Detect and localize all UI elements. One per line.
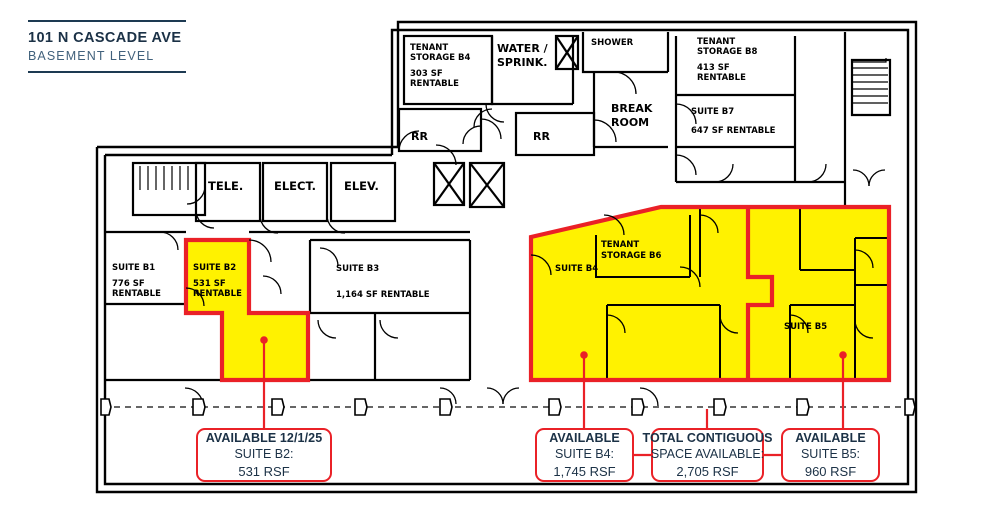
label-suite-b5-name: SUITE B5 — [784, 322, 827, 332]
label-suite-b2-area1: 531 SF — [193, 279, 226, 289]
callout-b5-size: 960 RSF — [804, 463, 857, 479]
label-suite-b1-area2: RENTABLE — [112, 289, 161, 299]
callout-suite-b5[interactable]: AVAILABLE SUITE B5: 960 RSF — [781, 428, 880, 482]
callout-b4-header: AVAILABLE — [549, 430, 620, 445]
label-suite-b2-name: SUITE B2 — [193, 263, 236, 273]
callout-total-header: TOTAL CONTIGUOUS — [642, 430, 773, 445]
stair-left-treads — [139, 166, 189, 190]
label-suite-b3-name: SUITE B3 — [336, 264, 379, 274]
callout-b4-suite: SUITE B4: — [554, 447, 615, 462]
label-tenant-storage-b8-line1: TENANT — [697, 37, 735, 47]
label-suite-b4-name: SUITE B4 — [555, 264, 598, 274]
label-tenant-storage-b6-line2: STORAGE B6 — [601, 251, 661, 261]
label-tenant-storage-b8-line2: STORAGE B8 — [697, 47, 757, 57]
highlight-outlines — [183, 204, 892, 383]
label-water-sprink-line2: SPRINK. — [497, 56, 547, 69]
label-suite-b1-name: SUITE B1 — [112, 263, 155, 273]
callout-b4-size: 1,745 RSF — [553, 463, 616, 479]
label-elect: ELECT. — [274, 179, 316, 193]
callout-suite-b2[interactable]: AVAILABLE 12/1/25 SUITE B2: 531 RSF — [196, 428, 332, 482]
leader-anchor-dots — [260, 336, 847, 359]
callout-suite-b4[interactable]: AVAILABLE SUITE B4: 1,745 RSF — [535, 428, 634, 482]
label-water-sprink-line1: WATER / — [497, 42, 549, 55]
callout-b2-suite: SUITE B2: — [234, 447, 294, 462]
label-elev: ELEV. — [344, 179, 379, 193]
label-break-room-line1: BREAK — [611, 102, 653, 115]
callout-b2-size: 531 RSF — [238, 463, 290, 479]
label-tenant-storage-b8-area1: 413 SF — [697, 63, 730, 73]
title-rule-bottom — [28, 70, 186, 73]
label-restroom-right: RR — [533, 130, 550, 143]
label-tenant-storage-b4-area2: RENTABLE — [410, 79, 459, 89]
door-swings — [159, 71, 886, 407]
interior-walls-right — [595, 207, 889, 380]
callout-b5-header: AVAILABLE — [795, 430, 866, 445]
stair-right-treads — [852, 58, 888, 104]
label-suite-b1-area1: 776 SF — [112, 279, 145, 289]
label-suite-b2-area2: RENTABLE — [193, 289, 242, 299]
label-suite-b7-area: 647 SF RENTABLE — [691, 126, 776, 136]
callout-leader-lines — [262, 340, 845, 457]
callout-total-suite: SPACE AVAILABLE: — [650, 447, 765, 462]
room-labels: TENANT STORAGE B4 303 SF RENTABLE WATER … — [112, 37, 827, 332]
label-break-room-line2: ROOM — [611, 116, 649, 129]
column-grid-line — [100, 398, 916, 416]
label-restroom-left: RR — [411, 130, 428, 143]
exterior-walls — [95, 20, 918, 494]
b4-b5-divider — [745, 207, 775, 380]
label-suite-b3-area: 1,164 SF RENTABLE — [336, 290, 430, 300]
page-subtitle: BASEMENT LEVEL — [28, 48, 155, 63]
title-block: 101 N CASCADE AVE BASEMENT LEVEL — [28, 20, 188, 73]
suite-b2-outline — [183, 237, 311, 383]
page-title: 101 N CASCADE AVE — [28, 30, 182, 46]
interior-walls-upper — [397, 32, 892, 205]
callout-b2-header: AVAILABLE 12/1/25 — [205, 430, 323, 445]
suite-b4-b5-outline — [528, 204, 892, 383]
label-tenant-storage-b4-area1: 303 SF — [410, 69, 443, 79]
label-tenant-storage-b8-area2: RENTABLE — [697, 73, 746, 83]
label-tenant-storage-b4-line1: TENANT — [410, 43, 448, 53]
callout-total-size: 2,705 RSF — [676, 463, 739, 479]
label-suite-b7-name: SUITE B7 — [691, 107, 734, 117]
interior-walls-left — [105, 161, 506, 382]
label-tele: TELE. — [208, 179, 243, 193]
column-markers — [100, 398, 916, 416]
title-rule-top — [28, 20, 186, 22]
label-tenant-storage-b6-line1: TENANT — [601, 240, 639, 250]
label-tenant-storage-b4-line2: STORAGE B4 — [410, 53, 470, 63]
callout-total-contiguous[interactable]: TOTAL CONTIGUOUS SPACE AVAILABLE: 2,705 … — [642, 428, 772, 482]
label-shower: SHOWER — [591, 38, 634, 48]
callout-b5-suite: SUITE B5: — [800, 447, 861, 462]
